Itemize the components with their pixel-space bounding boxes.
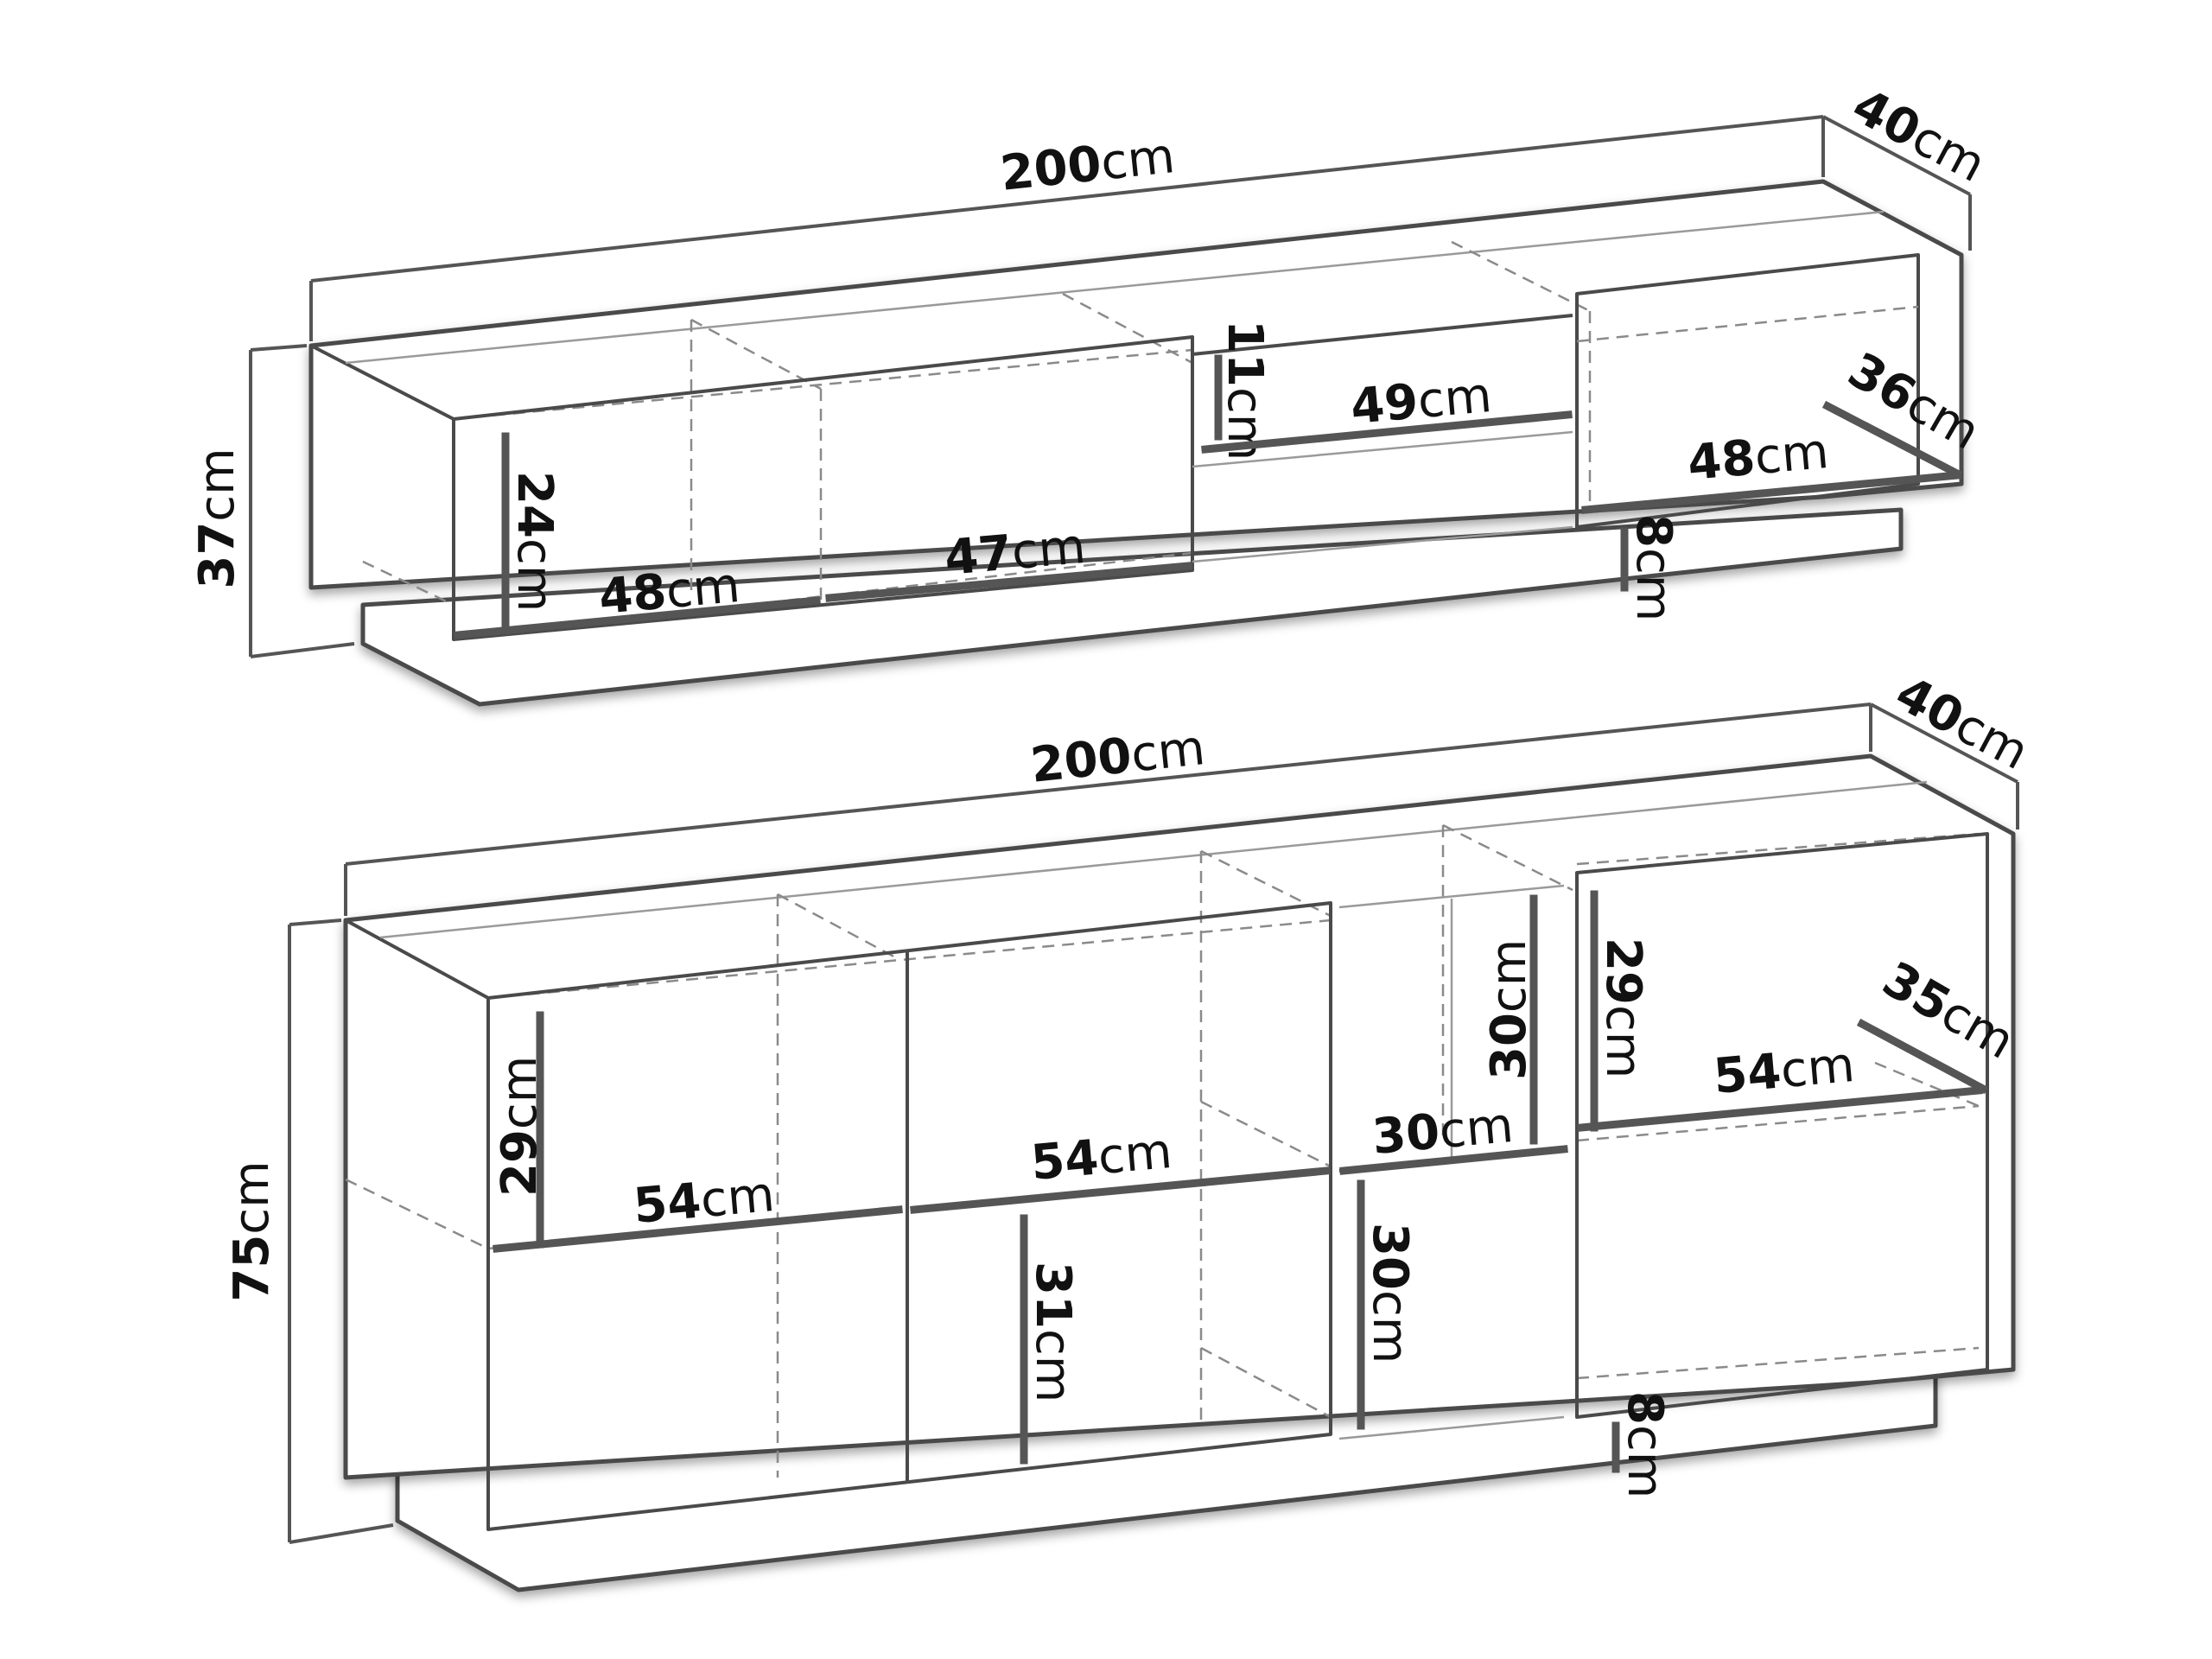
tv-niche-height-dimension: 11cm <box>1214 320 1273 461</box>
tv-base-height-dimension: 8cm <box>1620 514 1681 621</box>
tv-left-height-label: 24cm <box>506 471 563 612</box>
sideboard-right-upper-height: 29cm <box>1590 890 1651 1132</box>
sideboard-height-dimension: 75cm <box>224 918 394 1544</box>
tv-middle-shelf-label: 47cm <box>943 518 1088 587</box>
sideboard-left-upper-height: 29cm <box>492 1011 548 1249</box>
sideboard-niche-lower-height-label: 30cm <box>1362 1223 1418 1363</box>
sideboard-niche-width-label: 30cm <box>1370 1097 1516 1166</box>
sideboard-width-label: 200cm <box>1028 720 1208 794</box>
sideboard-left-upper-height-label: 29cm <box>492 1056 548 1197</box>
tv-left-compartment-height: 24cm <box>501 432 563 635</box>
sideboard-drawing <box>343 753 2016 1592</box>
tv-left-shelf-label: 48cm <box>597 557 742 626</box>
sideboard-niche-upper-height: 30cm <box>1481 894 1538 1145</box>
tv-height-label: 37cm <box>189 448 245 588</box>
sideboard-right-shelf-dimension: 54cm <box>1577 1037 1983 1132</box>
sideboard-right-upper-height-label: 29cm <box>1595 938 1651 1078</box>
sideboard-niche-width-dimension: 30cm <box>1339 1097 1568 1175</box>
sideboard-width-dimension: 200cm <box>344 702 1872 916</box>
sideboard-middle-shelf-dimension: 54cm <box>910 1123 1331 1214</box>
sideboard-middle-lower-height-label: 31cm <box>1025 1262 1081 1402</box>
sideboard-right-shelf-label: 54cm <box>1712 1037 1857 1105</box>
sideboard-middle-lower-height: 31cm <box>1020 1214 1081 1465</box>
sideboard-niche-upper-height-label: 30cm <box>1481 939 1537 1080</box>
tv-right-shelf-dimension: 48cm <box>1581 423 1961 514</box>
tv-left-shelf-dimension: 48cm <box>454 557 821 639</box>
tv-depth-label: 40cm <box>1843 78 1994 194</box>
tv-unit-body <box>308 179 1964 590</box>
sideboard-base-height-label: 8cm <box>1617 1391 1673 1498</box>
tv-middle-shelf-dimension: 47cm <box>825 518 1192 602</box>
sideboard-depth-label: 40cm <box>1886 665 2037 781</box>
tv-niche-width-dimension: 49cm <box>1201 367 1573 454</box>
sideboard-left-shelf-label: 54cm <box>632 1166 777 1235</box>
tv-unit-plinth <box>360 507 1904 707</box>
tv-width-label: 200cm <box>998 128 1178 202</box>
sideboard-niche-lower-height: 30cm <box>1357 1179 1418 1430</box>
sideboard-middle-shelf-label: 54cm <box>1029 1123 1174 1192</box>
tv-right-shelf-label: 48cm <box>1686 423 1831 492</box>
sideboard-left-shelf-dimension: 54cm <box>493 1166 903 1253</box>
sideboard-base-height-dimension: 8cm <box>1611 1391 1673 1498</box>
sideboard-body <box>343 753 2016 1480</box>
tv-niche-width-label: 49cm <box>1349 367 1494 435</box>
tv-height-dimension: 37cm <box>189 344 355 658</box>
tv-niche-height-label: 11cm <box>1217 320 1273 461</box>
sideboard-height-label: 75cm <box>224 1160 280 1301</box>
tv-width-dimension: 200cm <box>309 115 1825 341</box>
tv-unit-drawing <box>308 179 1964 707</box>
tv-base-height-label: 8cm <box>1625 514 1681 621</box>
